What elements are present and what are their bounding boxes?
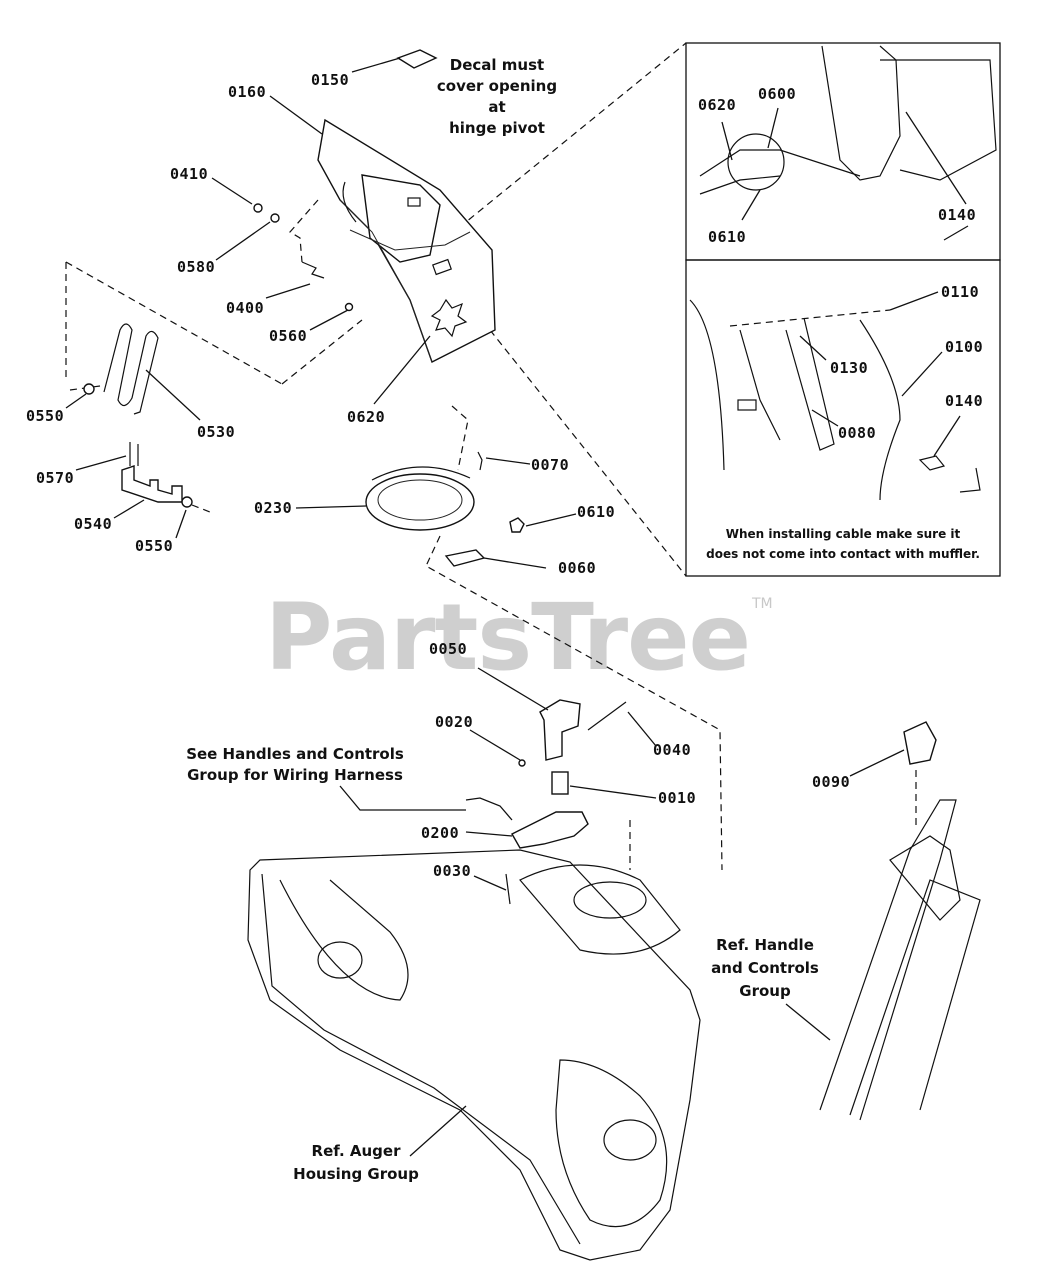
inset-engine-detail [689, 299, 981, 501]
label-inset-0620: 0620 [698, 96, 737, 114]
label-inset-0080: 0080 [838, 424, 877, 442]
motor-0200 [511, 811, 589, 849]
label-0410: 0410 [170, 165, 209, 183]
note-cable-line1: When installing cable make sure it [725, 527, 961, 541]
note-cable-line2: does not come into contact with muffler. [706, 547, 980, 561]
label-0230: 0230 [254, 499, 293, 517]
label-0040: 0040 [653, 741, 692, 759]
screw-0070 [477, 451, 483, 471]
label-0570: 0570 [36, 469, 75, 487]
label-0020: 0020 [435, 713, 474, 731]
decal-0150 [396, 49, 438, 69]
label-inset-0130: 0130 [830, 359, 869, 377]
label-0060: 0060 [558, 559, 597, 577]
label-inset-0610: 0610 [708, 228, 747, 246]
note-harness-line2: Group for Wiring Harness [187, 766, 403, 784]
washer-0550-b [181, 496, 193, 508]
handle-assembly [819, 799, 981, 1121]
screw-0040 [587, 701, 627, 731]
label-0560: 0560 [269, 327, 308, 345]
inset-cable-detail [699, 45, 997, 241]
label-0010: 0010 [658, 789, 697, 807]
note-wiring-harness: See Handles and Controls Group for Wirin… [180, 744, 410, 786]
label-0620: 0620 [347, 408, 386, 426]
note-auger-line1: Ref. Auger [311, 1142, 401, 1160]
label-0610: 0610 [577, 503, 616, 521]
watermark-trademark: TM [752, 596, 773, 612]
label-inset-0140-b: 0140 [945, 392, 984, 410]
pin-0570 [129, 442, 139, 466]
spring-0400 [301, 261, 325, 279]
label-0090: 0090 [812, 773, 851, 791]
switch-0090 [903, 721, 937, 765]
nut-0610 [509, 517, 525, 533]
pin-0030 [505, 873, 511, 905]
bracket-0540 [121, 465, 183, 503]
plate-0060 [444, 549, 486, 567]
chute-deflector [317, 118, 496, 363]
label-0550-b: 0550 [135, 537, 174, 555]
note-decal-line1: Decal must [449, 56, 545, 74]
pin-0020 [518, 759, 526, 767]
label-0550-a: 0550 [26, 407, 65, 425]
note-decal: Decal must cover opening at hinge pivot [426, 55, 568, 139]
label-0030: 0030 [433, 862, 472, 880]
note-cable-muffler: When installing cable make sure it does … [692, 524, 994, 564]
spring-0530 [103, 323, 159, 415]
label-0580: 0580 [177, 258, 216, 276]
leader-lines [65, 57, 967, 1157]
washer-0550-a [83, 383, 95, 395]
auger-housing [247, 849, 701, 1261]
label-0400: 0400 [226, 299, 265, 317]
label-inset-0140-a: 0140 [938, 206, 977, 224]
bolt-0410 [253, 203, 263, 213]
note-handle-controls: Ref. Handle and Controls Group [700, 934, 830, 1003]
note-decal-line2: cover opening at [436, 77, 558, 116]
inset-box-bottom [685, 259, 1001, 577]
note-auger-line2: Housing Group [293, 1165, 419, 1183]
note-auger-housing: Ref. Auger Housing Group [286, 1140, 426, 1186]
label-0070: 0070 [531, 456, 570, 474]
label-inset-0100: 0100 [945, 338, 984, 356]
label-0530: 0530 [197, 423, 236, 441]
note-handle-line1: Ref. Handle [716, 936, 814, 954]
label-0540: 0540 [74, 515, 113, 533]
label-inset-0600: 0600 [758, 85, 797, 103]
note-handle-line3: Group [739, 982, 791, 1000]
projection-line-upper [449, 42, 687, 236]
projection-line-lower [489, 329, 687, 577]
ring-0230 [365, 466, 475, 531]
label-0160: 0160 [228, 83, 267, 101]
label-0150: 0150 [311, 71, 350, 89]
note-decal-line3: hinge pivot [449, 119, 545, 137]
note-handle-line2: and Controls [711, 959, 819, 977]
label-0200: 0200 [421, 824, 460, 842]
watermark: PartsTree [265, 584, 751, 691]
label-inset-0110: 0110 [941, 283, 980, 301]
note-harness-line1: See Handles and Controls [186, 745, 404, 763]
nut-0560 [344, 302, 354, 312]
label-0050: 0050 [429, 640, 468, 658]
cover-0050 [539, 699, 581, 761]
gear-0010 [551, 771, 569, 795]
washer-0580 [270, 213, 280, 223]
